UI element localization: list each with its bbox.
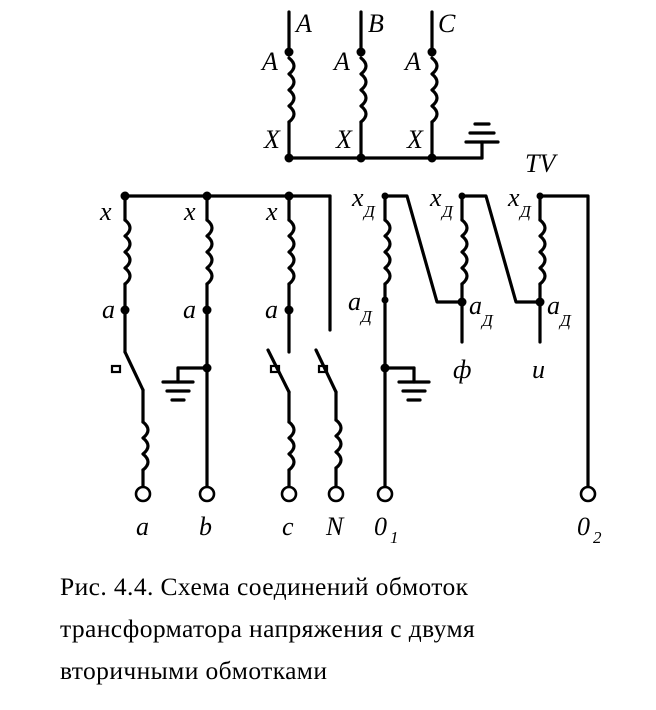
label-add-end-1: a Д xyxy=(348,287,373,326)
svg-text:a: a xyxy=(547,291,560,320)
primary-windings xyxy=(284,10,500,163)
secondary-winding-c xyxy=(266,194,296,488)
additional-winding-2 xyxy=(457,192,542,344)
wiring-diagram: A B C A A A X X X TV xyxy=(99,9,602,547)
caption-line-1: Рис. 4.4. Схема соединений обмоток xyxy=(60,572,469,601)
label-phase-a: A xyxy=(294,9,312,38)
svg-text:x: x xyxy=(429,183,442,212)
label-out-o1: 0 1 xyxy=(374,512,399,547)
svg-text:0: 0 xyxy=(374,512,387,541)
label-primary-end-c: X xyxy=(406,125,424,154)
label-phase-b: B xyxy=(368,9,384,38)
label-add-start-3: x Д xyxy=(507,183,532,221)
terminal-b xyxy=(198,485,216,503)
terminal-n xyxy=(327,485,345,503)
svg-text:Д: Д xyxy=(362,202,376,221)
additional-winding-3 xyxy=(535,192,590,488)
label-out-a: a xyxy=(136,512,149,541)
additional-ground-icon xyxy=(383,366,431,402)
label-out-c: c xyxy=(282,512,294,541)
svg-text:x: x xyxy=(351,183,364,212)
label-phi: ф xyxy=(453,355,471,384)
label-sec-start-a: x xyxy=(99,197,112,226)
label-add-start-2: x Д xyxy=(429,183,454,221)
svg-text:a: a xyxy=(469,291,482,320)
label-add-end-3: a Д xyxy=(547,291,572,330)
svg-text:1: 1 xyxy=(390,528,399,547)
primary-winding-a xyxy=(284,10,296,160)
svg-text:Д: Д xyxy=(558,311,572,330)
main-secondary-windings xyxy=(110,191,343,488)
svg-text:Д: Д xyxy=(359,307,373,326)
label-u: u xyxy=(532,355,545,384)
caption-line-2: трансформатора напряжения с двумя xyxy=(60,614,476,643)
terminal-a xyxy=(134,485,152,503)
svg-text:x: x xyxy=(507,183,520,212)
label-out-o2: 0 2 xyxy=(577,512,602,547)
label-primary-end-b: X xyxy=(335,125,353,154)
label-add-end-2: a Д xyxy=(469,291,494,330)
label-out-b: b xyxy=(199,512,212,541)
primary-winding-c xyxy=(427,10,439,160)
primary-winding-b xyxy=(356,10,368,160)
output-terminals xyxy=(134,485,597,503)
figure-caption: Рис. 4.4. Схема соединений обмоток транс… xyxy=(60,566,650,692)
label-primary-start-b: A xyxy=(332,47,350,76)
label-sec-end-b: a xyxy=(183,295,196,324)
additional-winding-1 xyxy=(380,192,464,488)
label-primary-start-c: A xyxy=(403,47,421,76)
label-add-start-1: x Д xyxy=(351,183,376,221)
terminal-o2 xyxy=(579,485,597,503)
secondary-winding-a xyxy=(110,194,150,488)
terminal-c xyxy=(280,485,298,503)
label-primary-start-a: A xyxy=(260,47,278,76)
secondary-winding-b xyxy=(161,194,214,488)
label-phase-c: C xyxy=(438,9,456,38)
terminal-o1 xyxy=(376,485,394,503)
svg-text:0: 0 xyxy=(577,512,590,541)
additional-secondary-windings xyxy=(380,192,590,488)
svg-text:Д: Д xyxy=(440,202,454,221)
label-transformer: TV xyxy=(525,149,558,178)
primary-ground-icon xyxy=(464,122,500,160)
label-sec-start-b: x xyxy=(183,197,196,226)
svg-text:2: 2 xyxy=(593,528,602,547)
label-sec-end-c: a xyxy=(265,295,278,324)
secondary-neutral xyxy=(287,194,343,488)
label-sec-end-a: a xyxy=(102,295,115,324)
secondary-b-ground-icon xyxy=(161,366,209,402)
svg-text:Д: Д xyxy=(518,202,532,221)
svg-text:a: a xyxy=(348,287,361,316)
svg-text:Д: Д xyxy=(480,311,494,330)
caption-line-3: вторичными обмотками xyxy=(60,656,328,685)
label-primary-end-a: X xyxy=(263,125,281,154)
label-out-n: N xyxy=(325,512,345,541)
label-sec-start-c: x xyxy=(265,197,278,226)
